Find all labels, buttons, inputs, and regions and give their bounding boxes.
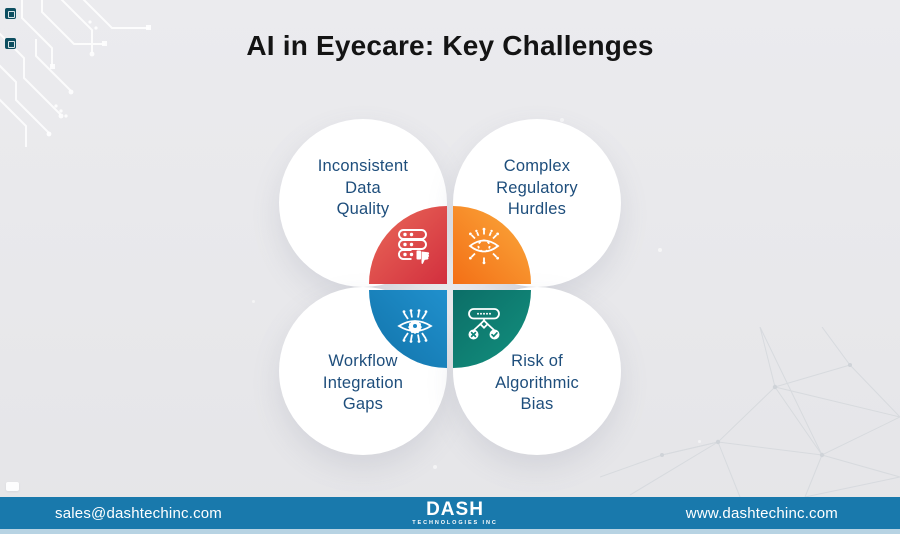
challenge-label-line: Data (345, 178, 381, 197)
ai-eye-circuit-icon (468, 227, 500, 265)
quarter-segment-regulatory (453, 206, 531, 284)
quarter-segment-bias (453, 290, 531, 368)
challenge-circle-complex-regulatory-hurdles: Complex Regulatory Hurdles (453, 119, 621, 287)
circuit-pattern-decoration (0, 0, 151, 147)
chip-node-icon (6, 482, 19, 491)
challenge-label-line: Gaps (342, 395, 384, 413)
sparkle-dot (658, 248, 662, 252)
challenge-label-line: Risk of (511, 352, 563, 370)
challenge-label-line: Complex (503, 157, 571, 175)
challenge-label-line: Hurdles (507, 200, 567, 218)
challenge-label: Workflow Integration Gaps (279, 351, 447, 416)
sparkle-dot (252, 300, 255, 303)
challenge-label-line: Inconsistent (317, 157, 409, 175)
sparkle-dot (698, 440, 701, 443)
logo-name: DASH (426, 498, 484, 520)
challenge-label-line: Algorithmic (495, 373, 579, 392)
challenge-label-line: Quality (336, 200, 390, 218)
logo-subtitle: TECHNOLOGIES INC (412, 519, 498, 526)
challenge-label-line: Regulatory (496, 178, 578, 197)
chip-node-icon (5, 8, 16, 19)
challenge-label: Risk of Algorithmic Bias (453, 351, 621, 416)
footer-bar: sales@dashtechinc.com DASH TECHNOLOGIES … (0, 497, 900, 529)
footer-email-link[interactable]: sales@dashtechinc.com (55, 504, 223, 522)
footer-bottom-strip (0, 529, 900, 534)
challenge-label: Complex Regulatory Hurdles (453, 156, 621, 221)
chip-node-icon (5, 38, 16, 49)
challenge-label-line: Bias (520, 395, 554, 413)
database-thumbs-down-icon (398, 229, 430, 264)
challenge-label-line: Workflow (328, 352, 398, 370)
dash-technologies-logo: DASH TECHNOLOGIES INC (412, 500, 497, 527)
eye-gear-circuit-icon (397, 309, 433, 343)
challenge-label: Inconsistent Data Quality (279, 156, 447, 221)
challenge-label-line: Integration (322, 373, 404, 392)
footer-website-link[interactable]: www.dashtechinc.com (685, 504, 838, 522)
page-title: AI in Eyecare: Key Challenges (246, 30, 654, 61)
polygon-network-decoration (600, 327, 900, 497)
flowchart-decision-icon (468, 308, 500, 340)
sparkle-dot (433, 465, 437, 469)
